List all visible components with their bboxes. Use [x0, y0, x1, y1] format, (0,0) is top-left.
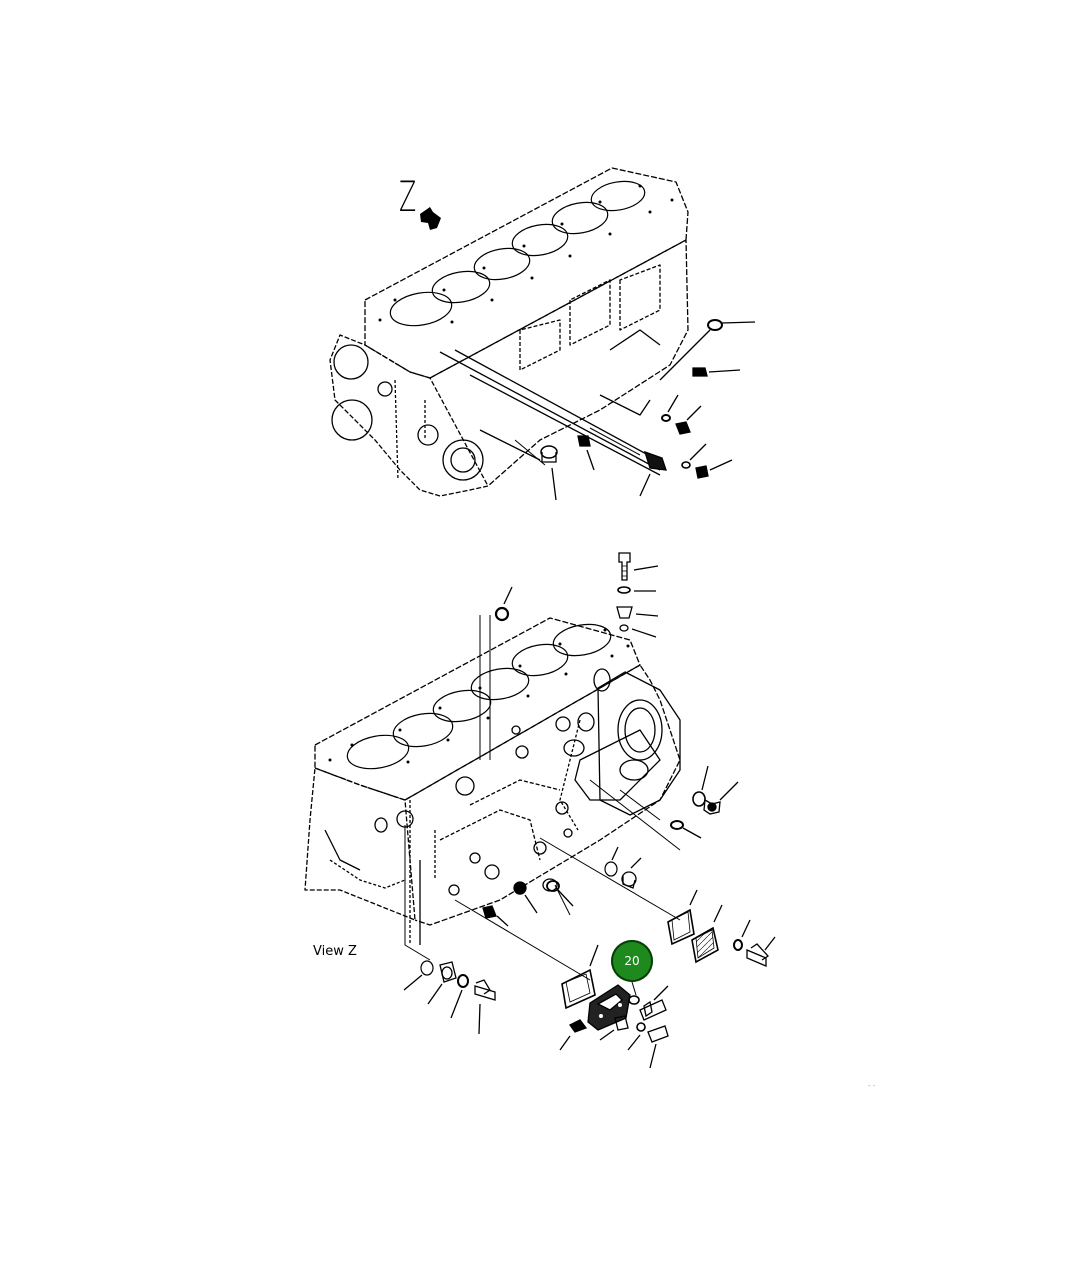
- cylinder-bores: [389, 180, 646, 327]
- top-block-parts: [514, 319, 756, 501]
- view-direction-letter: Z: [399, 172, 417, 221]
- cylinder-bores-view-z: [346, 623, 612, 770]
- top-engine-block: [329, 167, 689, 497]
- view-z-parts: [403, 552, 776, 1069]
- bottom-engine-block: [304, 615, 681, 981]
- corner-mark: - -: [868, 1082, 876, 1090]
- view-direction-arrow: [420, 207, 441, 230]
- view-z-label: View Z: [313, 944, 357, 959]
- part-callout-badge[interactable]: 20: [611, 940, 653, 982]
